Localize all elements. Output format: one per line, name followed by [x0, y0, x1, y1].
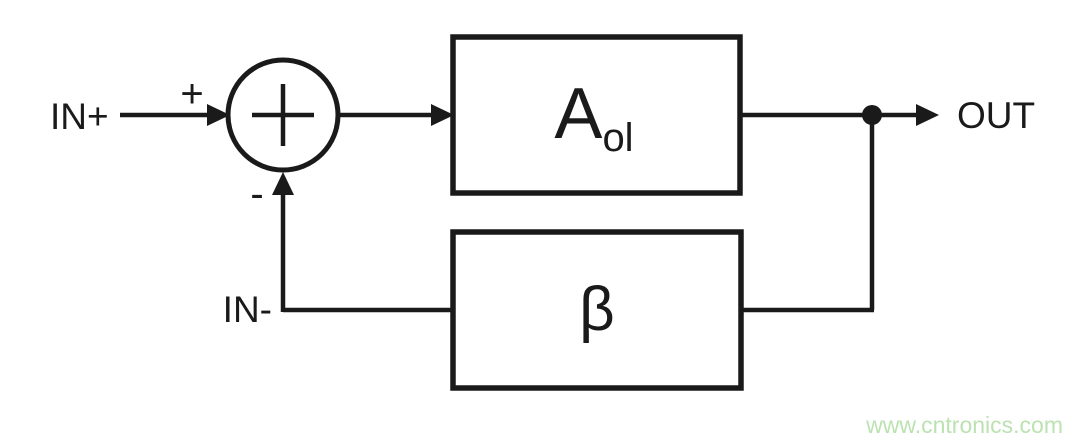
- feedback-arrowhead-icon: [272, 172, 294, 195]
- watermark-text: www.cntronics.com: [865, 412, 1063, 438]
- minus-sign-label: -: [250, 172, 263, 216]
- aol-input-arrowhead-icon: [431, 104, 454, 126]
- beta-block-label: β: [579, 275, 615, 344]
- input-arrowhead-icon: [207, 104, 230, 126]
- output-label: OUT: [957, 95, 1035, 136]
- feedback-input-label: IN-: [223, 289, 272, 330]
- input-label: IN+: [50, 96, 109, 137]
- aol-label-subscript: ol: [602, 116, 633, 160]
- aol-block-label: Aol: [554, 74, 633, 160]
- aol-label-main: A: [554, 74, 602, 154]
- plus-sign-label: +: [180, 72, 203, 116]
- beta-block: [450, 229, 744, 391]
- output-arrowhead-icon: [916, 104, 939, 126]
